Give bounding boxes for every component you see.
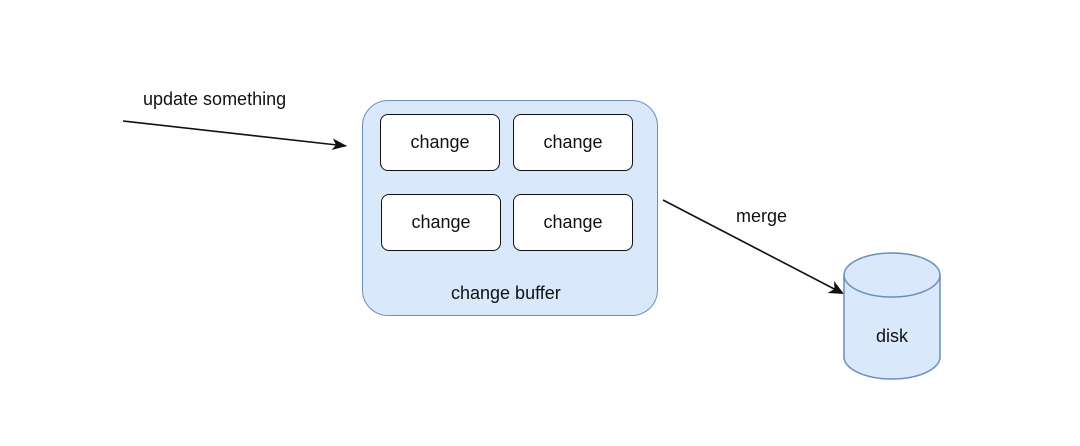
change-box-4: change (513, 194, 633, 251)
merge-label: merge (736, 206, 788, 226)
disk-label: disk (875, 326, 908, 346)
change-box-1: change (380, 114, 500, 171)
change-box-label: change (543, 132, 603, 152)
change-box-3: change (381, 194, 501, 251)
change-buffer-label: change buffer (451, 283, 561, 303)
merge-arrow-head (827, 281, 844, 294)
disk-cylinder-icon (843, 252, 941, 380)
update-something-label: update something (143, 89, 287, 109)
change-box-label: change (410, 132, 470, 152)
change-box-2: change (513, 114, 633, 171)
update-arrow (122, 120, 347, 147)
change-box-label: change (411, 212, 471, 232)
merge-arrow (662, 199, 843, 294)
change-box-label: change (543, 212, 603, 232)
update-arrow-head (331, 138, 347, 150)
